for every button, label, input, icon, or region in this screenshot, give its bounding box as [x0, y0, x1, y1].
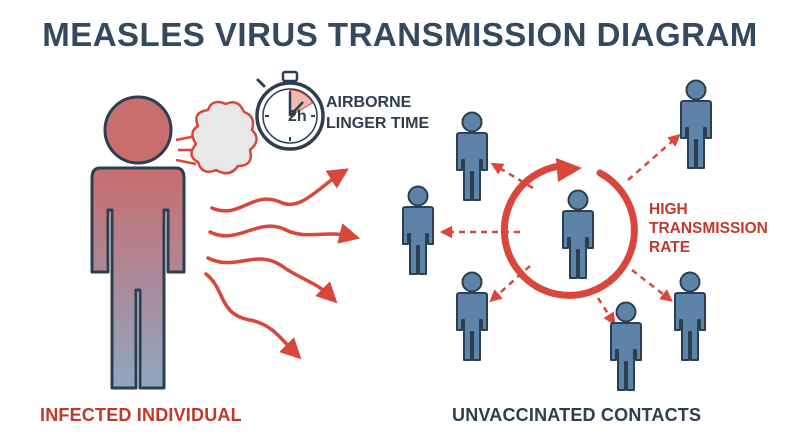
contact-person-top-left	[456, 111, 488, 201]
contact-person-bottom-right	[674, 271, 706, 361]
transmission-cycle-ring	[500, 158, 638, 299]
contacts-label: UNVACCINATED CONTACTS	[452, 405, 702, 425]
contact-person-center	[562, 189, 594, 279]
contact-arrows	[439, 133, 681, 326]
timer-value: 2h	[288, 108, 307, 125]
page-title: MEASLES VIRUS TRANSMISSION DIAGRAM	[42, 16, 758, 53]
airborne-spread-arrows	[204, 168, 361, 360]
rate-line-1: HIGH	[649, 201, 688, 218]
contact-person-top-right	[680, 79, 712, 169]
infected-person-icon	[90, 95, 186, 390]
contact-person-bottom	[610, 301, 642, 391]
contact-person-left	[402, 185, 434, 275]
linger-line-2: LINGER TIME	[326, 115, 430, 132]
rate-line-2: TRANSMISSION	[649, 220, 768, 237]
rate-line-3: RATE	[649, 239, 691, 256]
transmission-rate-label: HIGH TRANSMISSION RATE	[649, 200, 768, 257]
infected-label: INFECTED INDIVIDUAL	[40, 405, 242, 425]
linger-line-1: AIRBORNE	[326, 94, 412, 111]
breath-cloud-icon	[175, 100, 258, 175]
stopwatch-icon	[255, 70, 325, 151]
contact-person-bottom-left	[456, 271, 488, 361]
linger-time-label: AIRBORNE LINGER TIME	[326, 92, 429, 134]
